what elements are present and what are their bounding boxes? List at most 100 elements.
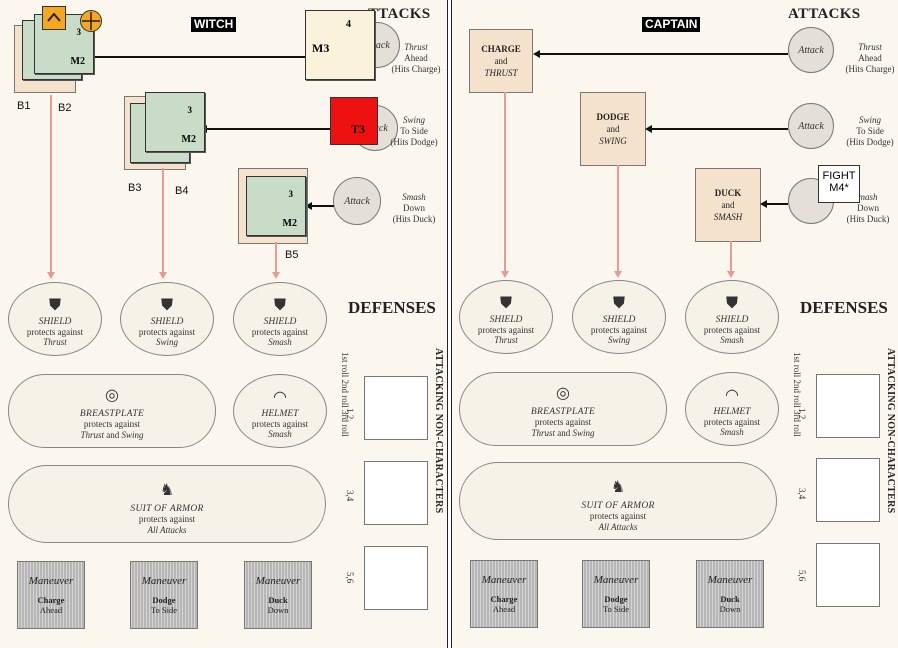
non-characters-label: ATTACKING NON-CHARACTERS bbox=[433, 348, 444, 514]
non-characters-label: ATTACKING NON-CHARACTERS bbox=[885, 348, 896, 514]
flow-line bbox=[275, 242, 277, 273]
shield-icon: ⛊ bbox=[48, 297, 61, 314]
flow-line bbox=[162, 168, 164, 273]
attack-circle-thrust[interactable]: Attack bbox=[788, 27, 834, 73]
breastplate-icon: ◎ bbox=[556, 385, 570, 402]
arrow-down-icon bbox=[727, 271, 735, 278]
arrowhead-smash-icon bbox=[760, 200, 767, 208]
attack-circle-swing[interactable]: Attack bbox=[788, 103, 834, 149]
armor-icon: ♞ bbox=[610, 479, 626, 496]
flow-line bbox=[504, 92, 506, 272]
board-title: CAPTAIN bbox=[642, 17, 701, 32]
board-title: WITCH bbox=[191, 17, 237, 32]
counter-t3[interactable]: T3 bbox=[330, 97, 378, 145]
non-character-box-3[interactable] bbox=[816, 543, 880, 607]
label-b4: B4 bbox=[175, 185, 189, 197]
shield-icon: ⛊ bbox=[612, 295, 625, 312]
attacks-heading: TTACKS bbox=[368, 6, 431, 22]
defenses-heading: DEFENSES bbox=[348, 298, 436, 317]
counter-m3[interactable]: M3 4 bbox=[305, 10, 375, 80]
defenses-heading: DEFENSES bbox=[800, 298, 888, 317]
shield-icon: ⛊ bbox=[273, 297, 286, 314]
armor-icon: ♞ bbox=[159, 482, 175, 499]
roll-2: 3,4 bbox=[797, 488, 807, 500]
arrowhead-swing-icon bbox=[645, 125, 652, 133]
arrow-down-icon bbox=[47, 272, 55, 279]
chevron-up-counter-icon[interactable] bbox=[42, 6, 66, 30]
attack-line-swing bbox=[650, 128, 788, 130]
flow-line bbox=[617, 165, 619, 272]
roll-3: 5,6 bbox=[345, 572, 355, 584]
non-character-box-3[interactable] bbox=[364, 546, 428, 610]
flow-line bbox=[730, 241, 732, 272]
attack-line-thrust bbox=[95, 56, 307, 58]
helmet-icon: ◠ bbox=[273, 389, 287, 406]
roll-3: 5,6 bbox=[797, 570, 807, 582]
roll-2: 3,4 bbox=[345, 490, 355, 502]
attack-line-thrust bbox=[538, 53, 788, 55]
attacks-heading: ATTACKS bbox=[788, 6, 861, 22]
attack-line-swing bbox=[205, 128, 332, 130]
arrow-down-icon bbox=[159, 272, 167, 279]
shield-icon: ⛊ bbox=[499, 295, 512, 312]
non-character-box-1[interactable] bbox=[364, 376, 428, 440]
attack-line-smash bbox=[310, 205, 334, 207]
attack-circle-smash[interactable]: Attack bbox=[333, 177, 381, 225]
attack-line-smash bbox=[765, 203, 788, 205]
flow-line bbox=[50, 95, 52, 273]
label-b3: B3 bbox=[128, 182, 142, 194]
arrow-down-icon bbox=[614, 271, 622, 278]
arrowhead-smash-icon bbox=[305, 202, 312, 210]
non-character-box-2[interactable] bbox=[816, 458, 880, 522]
arrow-down-icon bbox=[272, 272, 280, 279]
non-character-box-2[interactable] bbox=[364, 461, 428, 525]
shield-icon: ⛊ bbox=[160, 297, 173, 314]
helmet-icon: ◠ bbox=[725, 387, 739, 404]
roll-text: 1st roll 2nd roll 3rd roll bbox=[340, 352, 350, 437]
label-b1: B1 bbox=[17, 100, 31, 112]
shield-icon: ⛊ bbox=[725, 295, 738, 312]
roll-1: 1,2 bbox=[797, 408, 807, 420]
label-b2: B2 bbox=[58, 102, 72, 114]
arrowhead-thrust-icon bbox=[533, 50, 540, 58]
crosshair-counter-icon[interactable] bbox=[80, 10, 102, 32]
roll-1: 1,2 bbox=[345, 408, 355, 420]
breastplate-icon: ◎ bbox=[105, 387, 119, 404]
label-b5: B5 bbox=[285, 249, 299, 261]
roll-text: 1st roll 2nd roll 3rd roll bbox=[792, 352, 802, 437]
arrow-down-icon bbox=[501, 271, 509, 278]
non-character-box-1[interactable] bbox=[816, 374, 880, 438]
